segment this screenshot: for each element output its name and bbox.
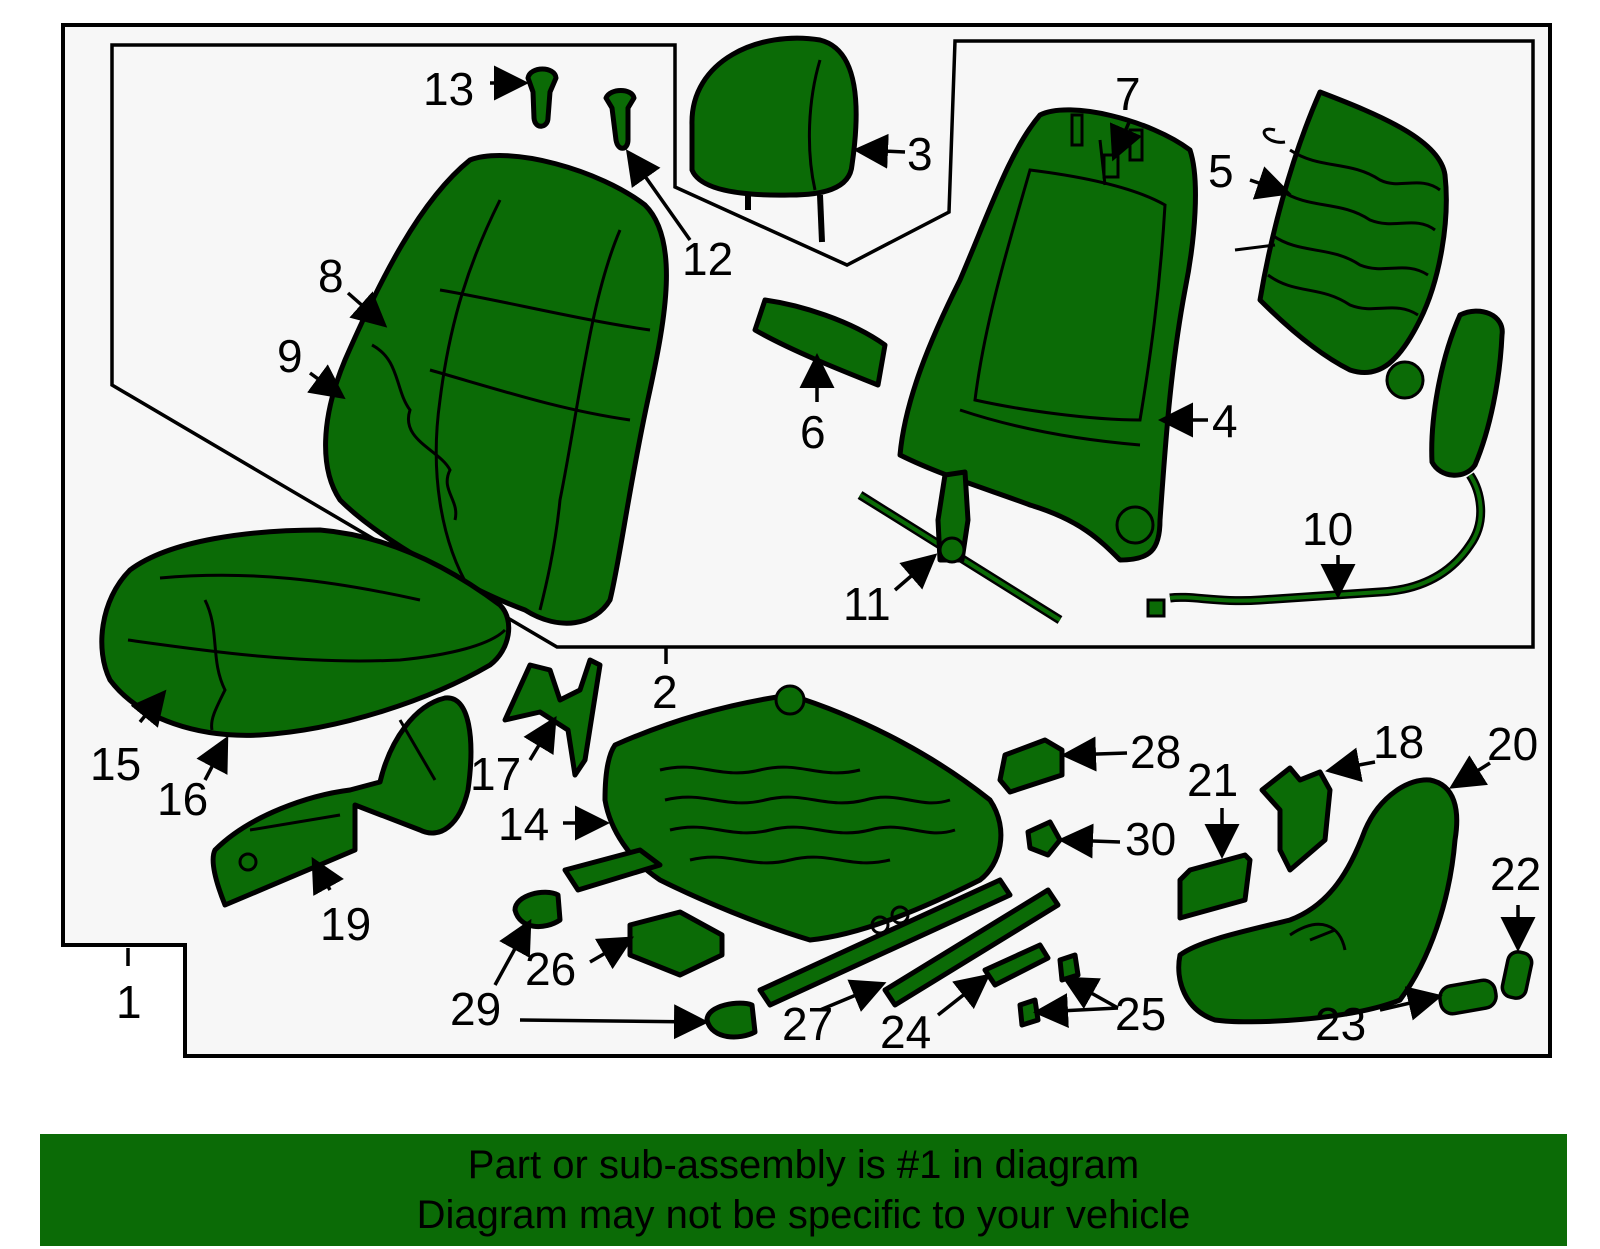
frame-clip[interactable]: [1102, 153, 1120, 179]
callout-8: 8: [318, 250, 344, 302]
callout-10: 10: [1302, 503, 1353, 555]
side-shield-20[interactable]: [1176, 777, 1460, 1025]
callout-3: 3: [907, 128, 933, 180]
callout-2: 2: [652, 666, 678, 718]
callout-23: 23: [1315, 998, 1366, 1050]
side-airbag-harness[interactable]: [1146, 308, 1505, 618]
callout-12: 12: [682, 233, 733, 285]
callout-26: 26: [525, 943, 576, 995]
callout-29: 29: [450, 983, 501, 1035]
seatback-frame[interactable]: [897, 107, 1198, 563]
callout-17: 17: [470, 748, 521, 800]
callout-28: 28: [1130, 726, 1181, 778]
callout-6: 6: [800, 406, 826, 458]
rail-cover-27[interactable]: [882, 887, 1061, 1008]
switch-24[interactable]: [982, 942, 1051, 988]
switch-bracket-28[interactable]: [997, 737, 1065, 795]
callout-19: 19: [320, 898, 371, 950]
banner-line-1: Part or sub-assembly is #1 in diagram: [467, 1143, 1140, 1187]
seat-cushion-frame[interactable]: [562, 684, 1013, 1008]
callout-27: 27: [782, 998, 833, 1050]
callout-14: 14: [498, 798, 549, 850]
callout-7: 7: [1115, 68, 1141, 120]
disclaimer-banner: Part or sub-assembly is #1 in diagram Di…: [40, 1134, 1567, 1246]
callout-21: 21: [1187, 754, 1238, 806]
callout-22: 22: [1490, 848, 1541, 900]
caps-29[interactable]: [512, 889, 758, 1040]
leader-lines: [126, 65, 1536, 1040]
headrest-guide-13[interactable]: [525, 66, 559, 129]
seatback-cover[interactable]: [323, 153, 669, 626]
recliner-rod[interactable]: [857, 469, 1063, 624]
seat-cushion-cover[interactable]: [99, 527, 512, 738]
lumbar-support[interactable]: [1234, 89, 1449, 400]
seatback-panel-bracket[interactable]: [752, 297, 888, 388]
callout-18: 18: [1373, 716, 1424, 768]
callout-labels: 1 2 3 4 5 6 7 8 9 10 11 12 13 14 15 16 1…: [90, 63, 1541, 1058]
side-cover-19[interactable]: [210, 695, 474, 908]
banner-line-2: Diagram may not be specific to your vehi…: [416, 1193, 1191, 1237]
seat-parts-diagram: 1 2 3 4 5 6 7 8 9 10 11 12 13 14 15 16 1…: [61, 23, 1552, 1058]
callout-15: 15: [90, 738, 141, 790]
callout-20: 20: [1487, 718, 1538, 770]
callout-11: 11: [843, 578, 891, 630]
callout-16: 16: [157, 773, 208, 825]
headrest[interactable]: [689, 35, 859, 243]
callout-9: 9: [277, 330, 303, 382]
callout-24: 24: [880, 1006, 931, 1058]
callout-13: 13: [423, 63, 474, 115]
callout-1: 1: [116, 976, 142, 1028]
knob-22[interactable]: [1500, 950, 1534, 1000]
callout-30: 30: [1125, 813, 1176, 865]
callout-5: 5: [1208, 145, 1234, 197]
callout-4: 4: [1212, 395, 1238, 447]
clip-30[interactable]: [1025, 819, 1063, 858]
callout-25: 25: [1115, 988, 1166, 1040]
switch-21[interactable]: [1177, 852, 1253, 921]
bracket-18[interactable]: [1259, 765, 1333, 873]
headrest-guide-12[interactable]: [603, 88, 637, 151]
